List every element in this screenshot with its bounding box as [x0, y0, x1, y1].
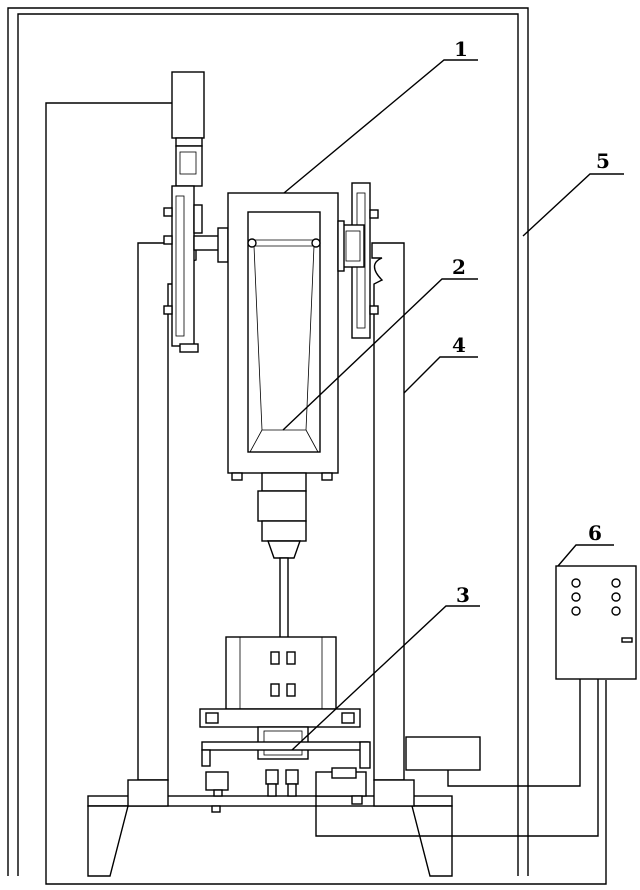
- shaft-coupling: [258, 473, 306, 638]
- left-drive-assembly: [164, 72, 228, 352]
- rotating-chamber: [228, 193, 338, 480]
- label-5: 5: [596, 149, 610, 173]
- motor: [406, 737, 480, 770]
- label-6: 6: [588, 521, 602, 545]
- label-3: 4: [452, 333, 466, 357]
- label-3b: 3: [456, 583, 470, 607]
- label-2: 2: [452, 255, 466, 279]
- lower-drive-assembly: [200, 637, 370, 812]
- control-box: [556, 566, 636, 679]
- label-1: 1: [454, 37, 468, 61]
- right-bearing-assembly: [338, 183, 378, 338]
